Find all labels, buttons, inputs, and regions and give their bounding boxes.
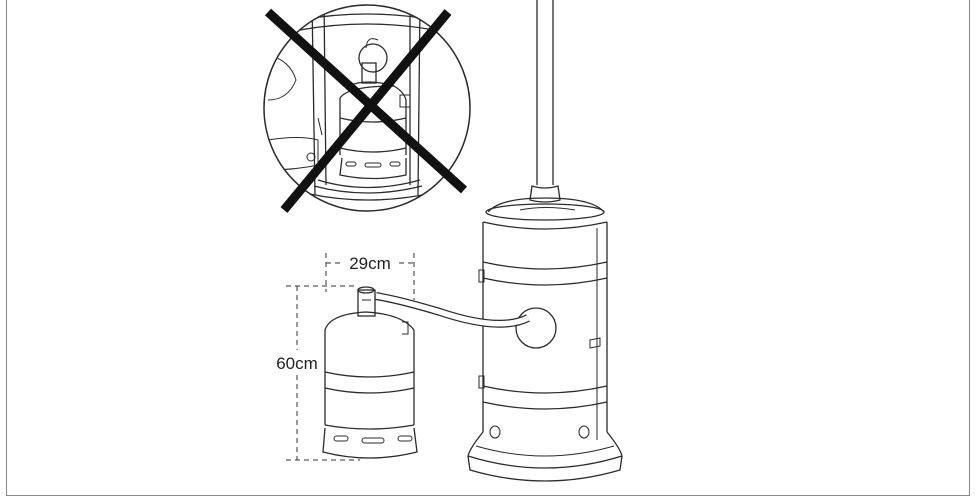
gas-hose	[375, 292, 530, 328]
dimension-height	[286, 285, 360, 461]
cross-line-2	[280, 9, 452, 213]
height-label: 60cm	[276, 354, 318, 373]
figure-frame	[6, 0, 970, 496]
cross-line-1	[264, 8, 468, 194]
patio-heater	[467, 0, 623, 482]
incorrect-placement-inset	[263, 4, 471, 213]
gas-cylinder	[322, 286, 418, 459]
width-label: 29cm	[349, 254, 391, 273]
inset-content	[267, 5, 435, 201]
dimension-width	[325, 253, 415, 300]
